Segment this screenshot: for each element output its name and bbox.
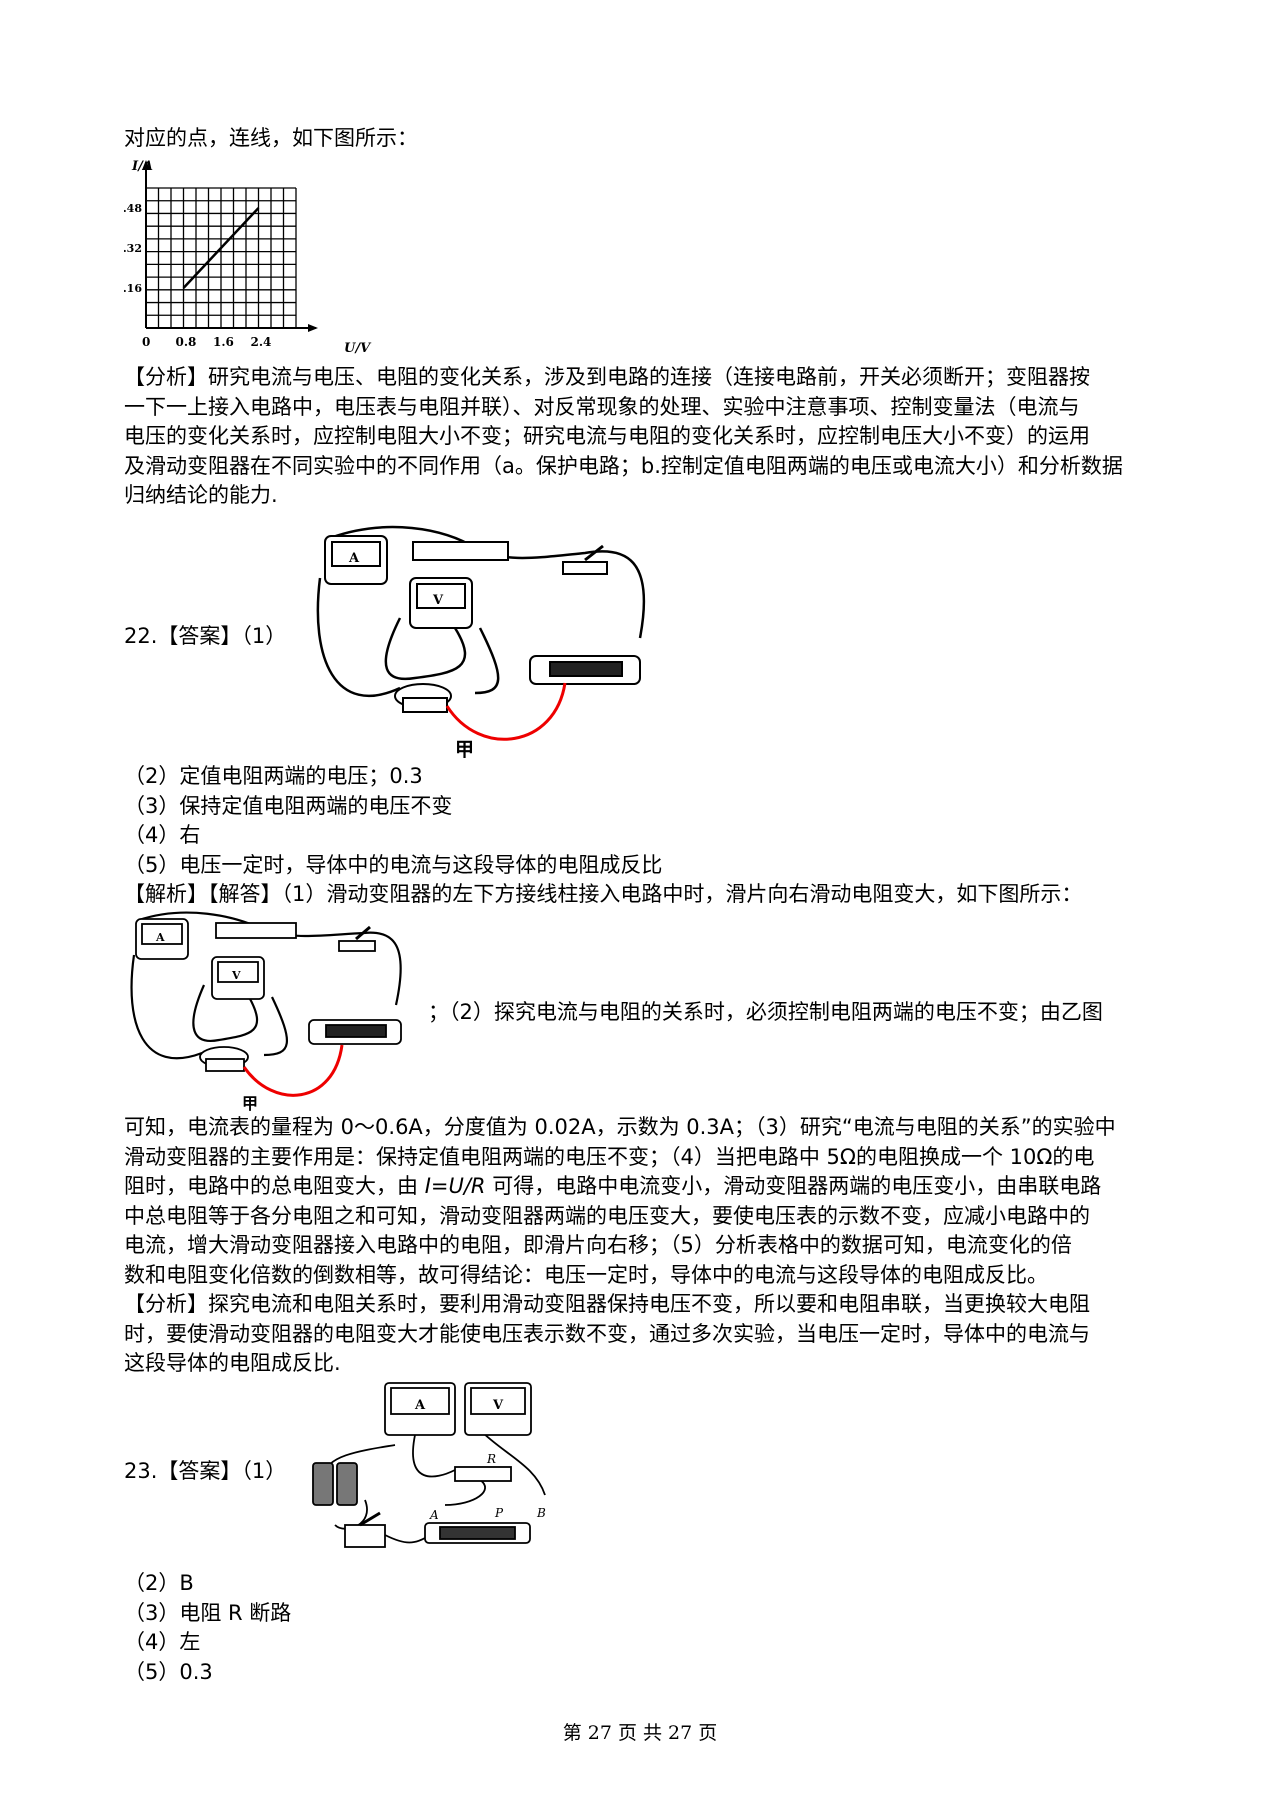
solution-line: 数和电阻变化倍数的倒数相等，故可得结论：电压一定时，导体中的电流与这段导体的电阻…	[124, 1262, 1048, 1287]
x-tick-label: 0	[142, 335, 150, 349]
x-axis-label: U/V	[344, 341, 372, 356]
solution-side-text: ；（2）探究电流与电阻的关系时，必须控制电阻两端的电压不变；由乙图	[428, 1000, 1103, 1024]
page-footer: 第 27 页 共 27 页	[562, 1722, 718, 1744]
analysis-21-line: 电压的变化关系时，应控制电阻大小不变；研究电流与电阻的变化关系时，应控制电压大小…	[124, 424, 1090, 448]
graph-axes	[142, 160, 318, 332]
solution-line: 可知，电流表的量程为 0～0.6A，分度值为 0.02A，示数为 0.3A；（3…	[124, 1115, 1116, 1139]
answer-line: （3）保持定值电阻两端的电压不变	[124, 793, 453, 818]
q23-answers: （2）B （3）电阻 R 断路 （4）左 （5）0.3	[124, 1569, 1164, 1687]
answer-line: （4）右	[124, 823, 201, 847]
figure-label: 甲	[242, 1094, 258, 1113]
analysis-21-line: 及滑动变阻器在不同实验中的不同作用（a。保护电路；b.控制定值电阻两端的电压或电…	[124, 453, 1123, 478]
analysis-21-line: 一下一上接入电路中，电压表与电阻并联）、对反常现象的处理、实验中注意事项、控制变…	[124, 394, 1080, 419]
solution-line: 滑动变阻器的主要作用是：保持定值电阻两端的电压不变；（4）当把电路中 5Ω的电阻…	[124, 1144, 1095, 1169]
x-axis-arrow	[308, 324, 318, 332]
analysis-line: 【分析】探究电流和电阻关系时，要利用滑动变阻器保持电压不变，所以要和电阻串联，当…	[124, 1292, 1090, 1316]
formula: I=U/R	[424, 1174, 486, 1198]
answer-line: （4）左	[124, 1630, 201, 1654]
y-axis-arrow	[142, 160, 150, 170]
x-tick-label: 0.8	[176, 335, 197, 349]
answer-line: （3）电阻 R 断路	[124, 1600, 292, 1625]
answer-line: （5）0.3	[124, 1659, 213, 1684]
analysis-line: 这段导体的电阻成反比.	[124, 1351, 341, 1375]
circuit-diagram-22-solution: A V 甲	[130, 911, 402, 1113]
answer-line: （2）定值电阻两端的电压；0.3	[124, 764, 423, 788]
graph-grid	[145, 187, 297, 329]
x-tick-label: 2.4	[251, 335, 272, 349]
slider-p-label: P	[494, 1506, 504, 1520]
ammeter-label: A	[414, 1398, 426, 1413]
y-axis-label: I/A	[131, 159, 153, 174]
figure-label: 甲	[455, 739, 474, 758]
q22-answer-head: 22.【答案】（1）	[124, 624, 287, 648]
analysis-21-line: 【分析】研究电流与电压、电阻的变化关系，涉及到电路的连接（连接电路前，开关必须断…	[124, 365, 1090, 389]
graph-series	[182, 207, 260, 289]
solution-text: 阻时，电路中的总电阻变大，由	[124, 1174, 425, 1198]
svg-text:V: V	[432, 593, 444, 608]
solution-text: 可得，电路中电流变小，滑动变阻器两端的电压变小，由串联电路	[485, 1174, 1102, 1198]
answer-line: （5）电压一定时，导体中的电流与这段导体的电阻成反比	[124, 852, 663, 877]
rheostat-a-label: A	[429, 1508, 439, 1522]
iv-graph: 0 0.8 1.6 2.4 0.16 0.32 0.48 I/A U/V	[124, 159, 372, 356]
rheostat-b-label: B	[536, 1506, 546, 1520]
voltmeter-label: V	[492, 1398, 504, 1413]
y-tick-label: 0.48	[124, 202, 142, 215]
circuit-diagram-23: A V R A P B	[312, 1382, 546, 1548]
analysis-line: 时，要使滑动变阻器的电阻变大才能使电压表示数不变，通过多次实验，当电压一定时，导…	[124, 1321, 1090, 1346]
q22-solution: 可知，电流表的量程为 0～0.6A，分度值为 0.02A，示数为 0.3A；（3…	[124, 1113, 1164, 1379]
analysis-21-line: 归纳结论的能力.	[124, 483, 278, 507]
answer-line: （2）B	[124, 1571, 194, 1595]
x-tick-label: 1.6	[213, 335, 234, 349]
resistor-label: R	[486, 1452, 496, 1466]
solution-line: 电流，增大滑动变阻器接入电路中的电阻，即滑片向右移；（5）分析表格中的数据可知，…	[124, 1233, 1072, 1257]
svg-text:A: A	[155, 931, 165, 944]
svg-text:V: V	[231, 969, 241, 982]
y-tick-label: 0.16	[124, 282, 142, 295]
solution-line: 【解析】【解答】（1）滑动变阻器的左下方接线柱接入电路中时，滑片向右滑动电阻变大…	[124, 882, 1083, 906]
svg-text:A: A	[348, 551, 360, 566]
solution-line: 中总电阻等于各分电阻之和可知，滑动变阻器两端的电压变大，要使电压表的示数不变，应…	[124, 1203, 1090, 1228]
y-tick-label: 0.32	[124, 242, 142, 255]
analysis-21: 【分析】研究电流与电压、电阻的变化关系，涉及到电路的连接（连接电路前，开关必须断…	[124, 363, 1164, 511]
circuit-diagram-22: A V 甲	[316, 525, 646, 758]
q22-answers: （2）定值电阻两端的电压；0.3 （3）保持定值电阻两端的电压不变 （4）右 （…	[124, 762, 1164, 910]
q23-answer-head: 23.【答案】（1）	[124, 1459, 287, 1483]
data-line	[182, 207, 260, 289]
solution-line: 阻时，电路中的总电阻变大，由 I=U/R 可得，电路中电流变小，滑动变阻器两端的…	[124, 1172, 1164, 1202]
intro-line: 对应的点，连线，如下图所示：	[124, 126, 418, 150]
graph-ticks: 0 0.8 1.6 2.4 0.16 0.32 0.48	[124, 202, 271, 349]
